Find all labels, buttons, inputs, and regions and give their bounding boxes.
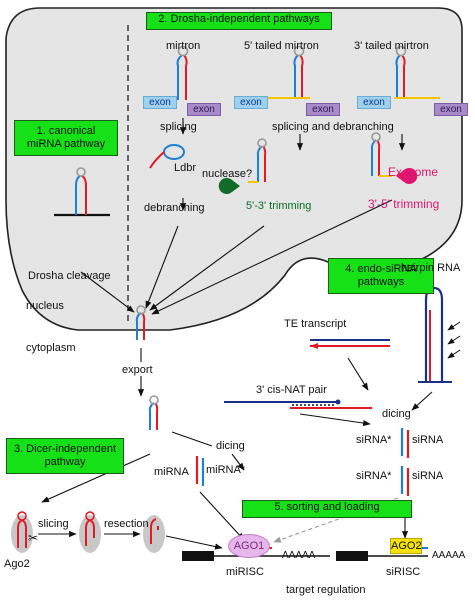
resected-intermediate xyxy=(143,515,165,553)
lariat-intron xyxy=(149,144,185,169)
mirtron-label: mirtron xyxy=(166,40,201,52)
mirna-duplex xyxy=(195,456,205,486)
hairpin-rna xyxy=(418,286,461,383)
ago2-complex: ✂ xyxy=(11,511,38,553)
sirna-label-1: siRNA xyxy=(412,434,444,446)
sirna-duplex-2 xyxy=(400,466,410,496)
exosome-icon xyxy=(396,167,418,184)
exon-box-5: exon xyxy=(357,96,391,109)
three-trim-hairpin xyxy=(370,132,392,177)
polya-tail-1: AAAAA xyxy=(282,550,316,561)
ago1-protein: AGO1 xyxy=(228,534,270,558)
drosha-cleavage-label: Drosha cleavage xyxy=(28,270,111,282)
nucleus-shape xyxy=(5,7,463,331)
resection-label: resection xyxy=(104,518,149,530)
slicing-label: slicing xyxy=(38,518,69,530)
target-regulation-label: target regulation xyxy=(286,584,366,596)
polya-tail-2: AAAAA xyxy=(432,550,466,561)
three-tailed-hairpin xyxy=(394,45,440,99)
canonical-label: 1. canonical miRNA pathway xyxy=(26,125,106,150)
endo-sirna-box: 4. endo-siRNA pathways xyxy=(328,258,434,294)
three-tailed-label: 3' tailed mirtron xyxy=(354,40,429,52)
sirna-star-label-1: siRNA* xyxy=(356,434,392,446)
exon-box-6: exon xyxy=(434,103,468,116)
five-tailed-label: 5' tailed mirtron xyxy=(244,40,319,52)
sirna-label-2: siRNA xyxy=(412,470,444,482)
ldbr-label: Ldbr xyxy=(174,162,197,174)
cis-nat-label: 3' cis-NAT pair xyxy=(256,384,327,396)
splicing-debranching-label: splicing and debranching xyxy=(272,121,394,133)
export-label: export xyxy=(122,364,153,376)
nuclease-label: nuclease? xyxy=(202,168,253,180)
five-trim-label: 5'-3' trimming xyxy=(246,200,312,212)
mirtron-hairpin xyxy=(176,45,189,100)
exon-box-1: exon xyxy=(143,96,177,109)
ago2-protein: AGO2 xyxy=(390,538,422,554)
exon-box-3: exon xyxy=(234,96,268,109)
pathway-arrows xyxy=(38,118,433,550)
pri-mirna-hairpin xyxy=(54,167,110,217)
five-tailed-hairpin xyxy=(262,45,310,99)
cytoplasm-label: cytoplasm xyxy=(26,342,76,354)
exon-box-4: exon xyxy=(306,103,340,116)
exosome-label: Exosome xyxy=(388,165,439,179)
te-transcript-pair xyxy=(310,339,390,349)
drosha-independent-box: 2. Drosha-independent pathways xyxy=(146,12,332,30)
debranching-label: debranching xyxy=(144,202,205,214)
mirisc-label: miRISC xyxy=(226,566,264,578)
endo-sirna-label: 4. endo-siRNA pathways xyxy=(345,263,417,288)
splicing-label: splicing xyxy=(160,121,197,133)
cis-nat-pair xyxy=(224,399,372,409)
three-trim-label: 3'-5' trimming xyxy=(368,197,440,211)
canonical-box: 1. canonical miRNA pathway xyxy=(14,120,118,156)
dicer-independent-label: 3. Dicer-independent pathway xyxy=(13,443,117,468)
pre-mirna-export xyxy=(135,305,146,340)
mirna-label: miRNA xyxy=(154,466,189,478)
sorting-label: 5. sorting and loading xyxy=(274,501,380,513)
dicing-left-label: dicing xyxy=(216,440,245,452)
sorting-box: 5. sorting and loading xyxy=(242,500,412,518)
sirna-duplex-1 xyxy=(400,428,410,458)
nucleus-label: nucleus xyxy=(26,300,64,312)
svg-text:✂: ✂ xyxy=(28,531,38,545)
dicing-right-label: dicing xyxy=(382,408,411,420)
drosha-independent-label: 2. Drosha-independent pathways xyxy=(158,13,320,25)
sliced-intermediate xyxy=(79,511,101,553)
mirna-star-label: miRNA* xyxy=(206,464,246,476)
hairpin-rna-label: hairpin RNA xyxy=(401,262,461,274)
sirisc-label: siRISC xyxy=(386,566,421,578)
five-trim-hairpin xyxy=(248,138,267,183)
pre-mirna-cytoplasm xyxy=(148,395,159,430)
te-transcript-label: TE transcript xyxy=(284,318,347,330)
nuclease-icon xyxy=(218,177,240,194)
ago2-left-label: Ago2 xyxy=(4,558,30,570)
sirna-star-label-2: siRNA* xyxy=(356,470,392,482)
dicer-independent-box: 3. Dicer-independent pathway xyxy=(6,438,124,474)
exon-box-2: exon xyxy=(187,103,221,116)
